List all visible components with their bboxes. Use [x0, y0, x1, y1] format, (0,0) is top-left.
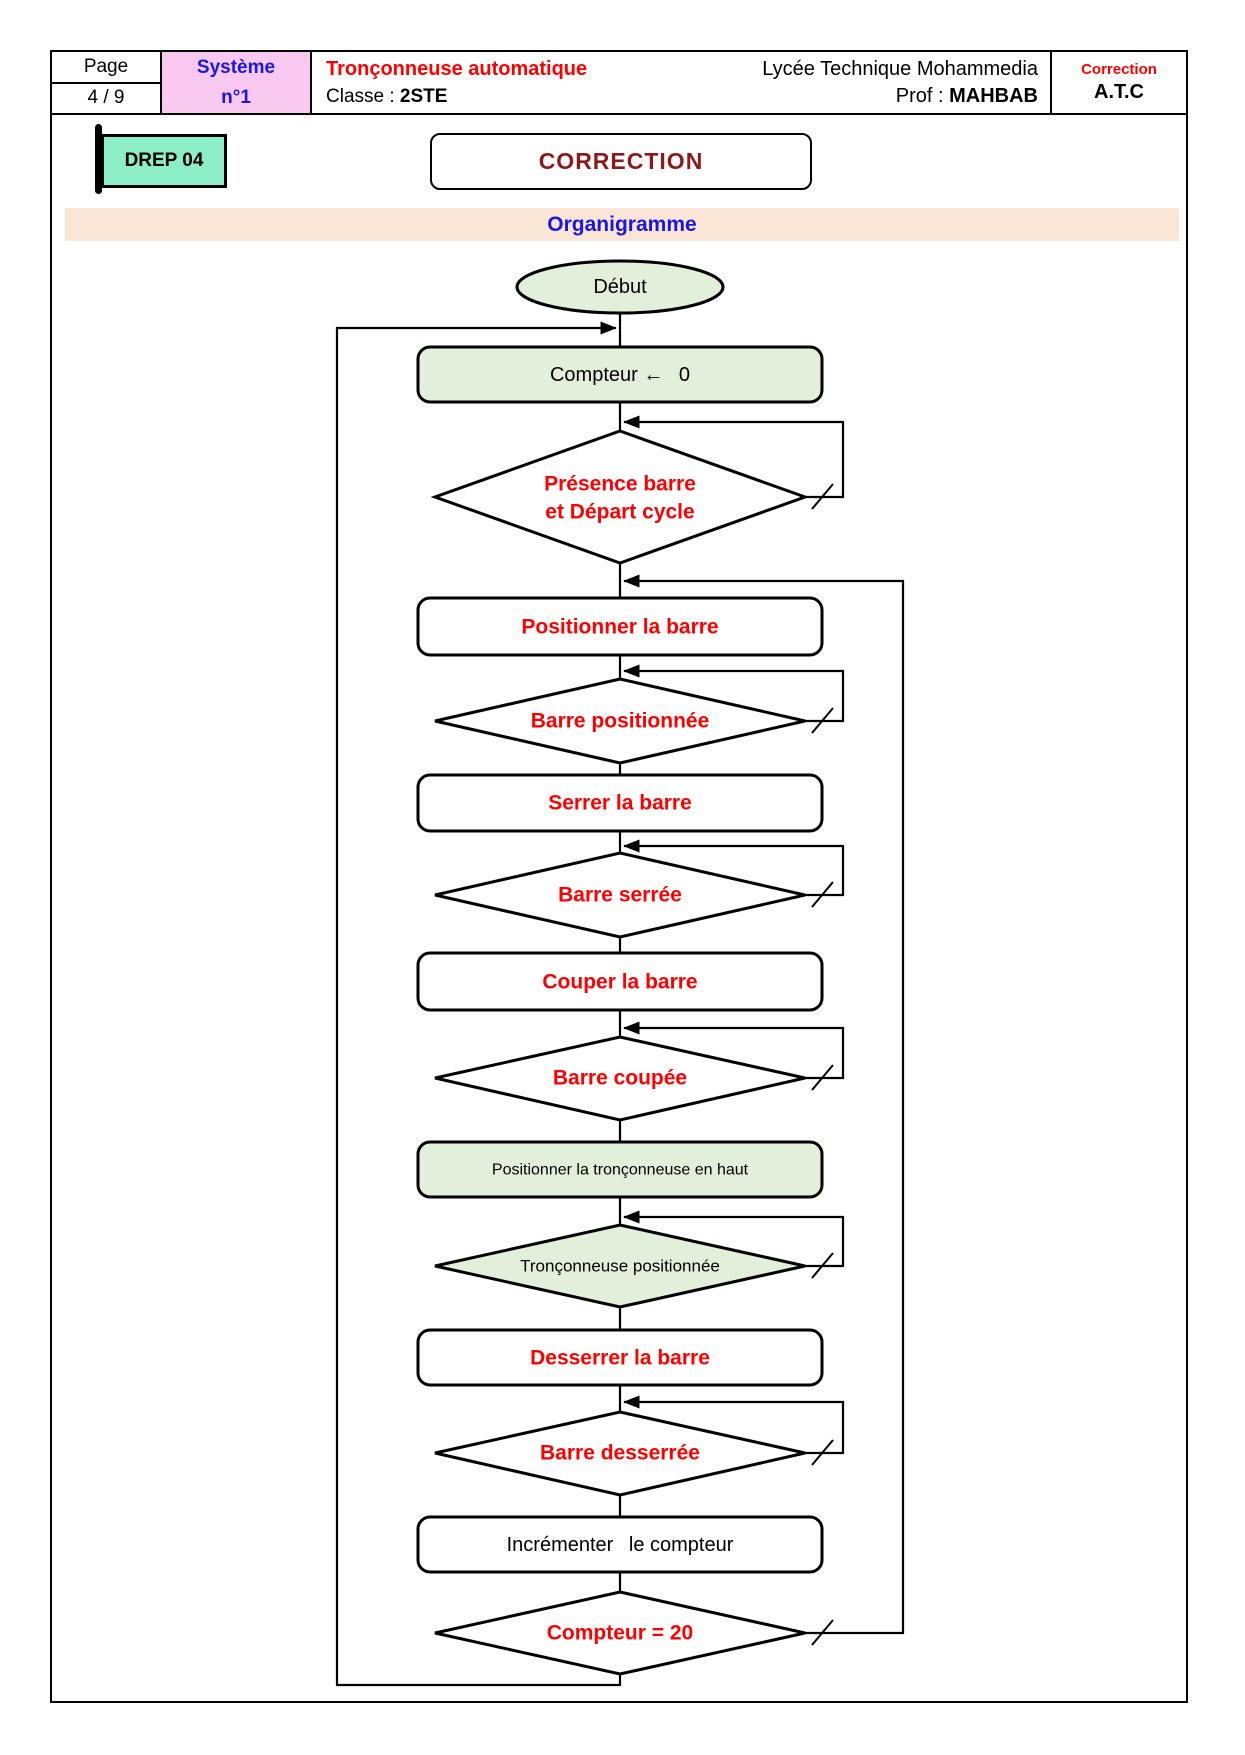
document-title: Tronçonneuse automatique: [326, 58, 588, 80]
header: Page 4 / 9 Système n°1 Tronçonneuse auto…: [50, 50, 1188, 115]
class-value: 2STE: [399, 86, 448, 107]
negation-tick-d6: [811, 1439, 834, 1466]
drep-badge: DREP 04: [101, 134, 227, 188]
negation-tick-d5: [811, 1252, 834, 1279]
flow-loop-d4: [623, 1021, 845, 1080]
p4-label: Positionner la tronçonneuse en haut: [492, 1162, 749, 1179]
school-name: Lycée Technique Mohammedia: [762, 58, 1038, 80]
p1-label: Positionner la barre: [521, 616, 718, 639]
d1-label-line1: Présence barre: [544, 473, 696, 496]
d7-decision: [434, 1590, 806, 1676]
negation-tick-d1: [811, 483, 834, 510]
flow-loop-d2: [623, 664, 845, 723]
negation-tick-d7: [811, 1619, 834, 1646]
d2-label: Barre positionnée: [531, 710, 710, 733]
flow-loop-d3: [623, 839, 845, 897]
prof-label: Prof :: [895, 85, 944, 107]
flow-loop-d6: [623, 1395, 845, 1455]
p1-box: [416, 596, 824, 657]
p2-box: [416, 773, 824, 833]
negation-tick-d2: [811, 707, 834, 734]
p3-label: Couper la barre: [542, 971, 697, 994]
organigramme-banner: Organigramme: [65, 208, 1179, 241]
d6-label: Barre desserrée: [540, 1442, 700, 1465]
d7-label: Compteur = 20: [547, 1622, 693, 1645]
d3-decision: [434, 851, 806, 939]
start-ellipse: [515, 259, 725, 315]
p2-label: Serrer la barre: [548, 792, 692, 815]
system-number: n°1: [221, 86, 251, 108]
flow-loop-d1: [623, 415, 845, 499]
negation-tick-d3: [811, 881, 834, 908]
d3-label: Barre serrée: [558, 884, 682, 907]
correction-title-box: CORRECTION: [430, 133, 812, 190]
header-cell-system: Système n°1: [162, 52, 312, 113]
d2-decision: [434, 677, 806, 765]
d1-decision: [430, 429, 810, 565]
d4-label: Barre coupée: [553, 1067, 687, 1090]
flow-loop-d5: [623, 1210, 845, 1268]
drep-badge-bar: [95, 124, 102, 194]
title-block: Tronçonneuse automatique Classe : 2STE: [326, 58, 587, 107]
p5-box: [416, 1328, 824, 1387]
d5-decision: [434, 1223, 806, 1309]
class-line: Classe : 2STE: [326, 86, 587, 108]
p3-box: [416, 951, 824, 1012]
p6-box: [416, 1515, 824, 1574]
class-label: Classe :: [326, 86, 395, 107]
header-cell-correction: Correction A.T.C: [1050, 52, 1186, 113]
d5-label: Tronçonneuse positionnée: [520, 1257, 720, 1276]
page-label: Page: [52, 52, 160, 84]
start-label: Début: [593, 276, 647, 298]
atc-label: A.T.C: [1094, 81, 1144, 103]
header-cell-title: Tronçonneuse automatique Classe : 2STE L…: [312, 52, 1050, 113]
system-label: Système: [196, 57, 276, 79]
p6-label: Incrémenter le compteur: [507, 1534, 734, 1556]
d1-label-line2: et Départ cycle: [545, 501, 694, 524]
p4-box: [416, 1140, 824, 1199]
flow-counter-loop: [623, 574, 905, 1635]
page-number: 4 / 9: [87, 87, 125, 109]
correction-label: Correction: [1081, 61, 1157, 78]
flow-restart-loop: [335, 321, 622, 1687]
prof-line: Prof : MAHBAB: [762, 85, 1038, 108]
init-label: Compteur ← 0: [550, 364, 690, 386]
negation-tick-d4: [811, 1064, 834, 1091]
header-cell-page: Page 4 / 9: [52, 52, 162, 113]
school-block: Lycée Technique Mohammedia Prof : MAHBAB: [762, 58, 1038, 107]
prof-value: MAHBAB: [949, 85, 1038, 107]
d4-decision: [434, 1035, 806, 1122]
init-box: [416, 345, 824, 404]
d6-decision: [434, 1410, 806, 1497]
p5-label: Desserrer la barre: [530, 1347, 710, 1370]
